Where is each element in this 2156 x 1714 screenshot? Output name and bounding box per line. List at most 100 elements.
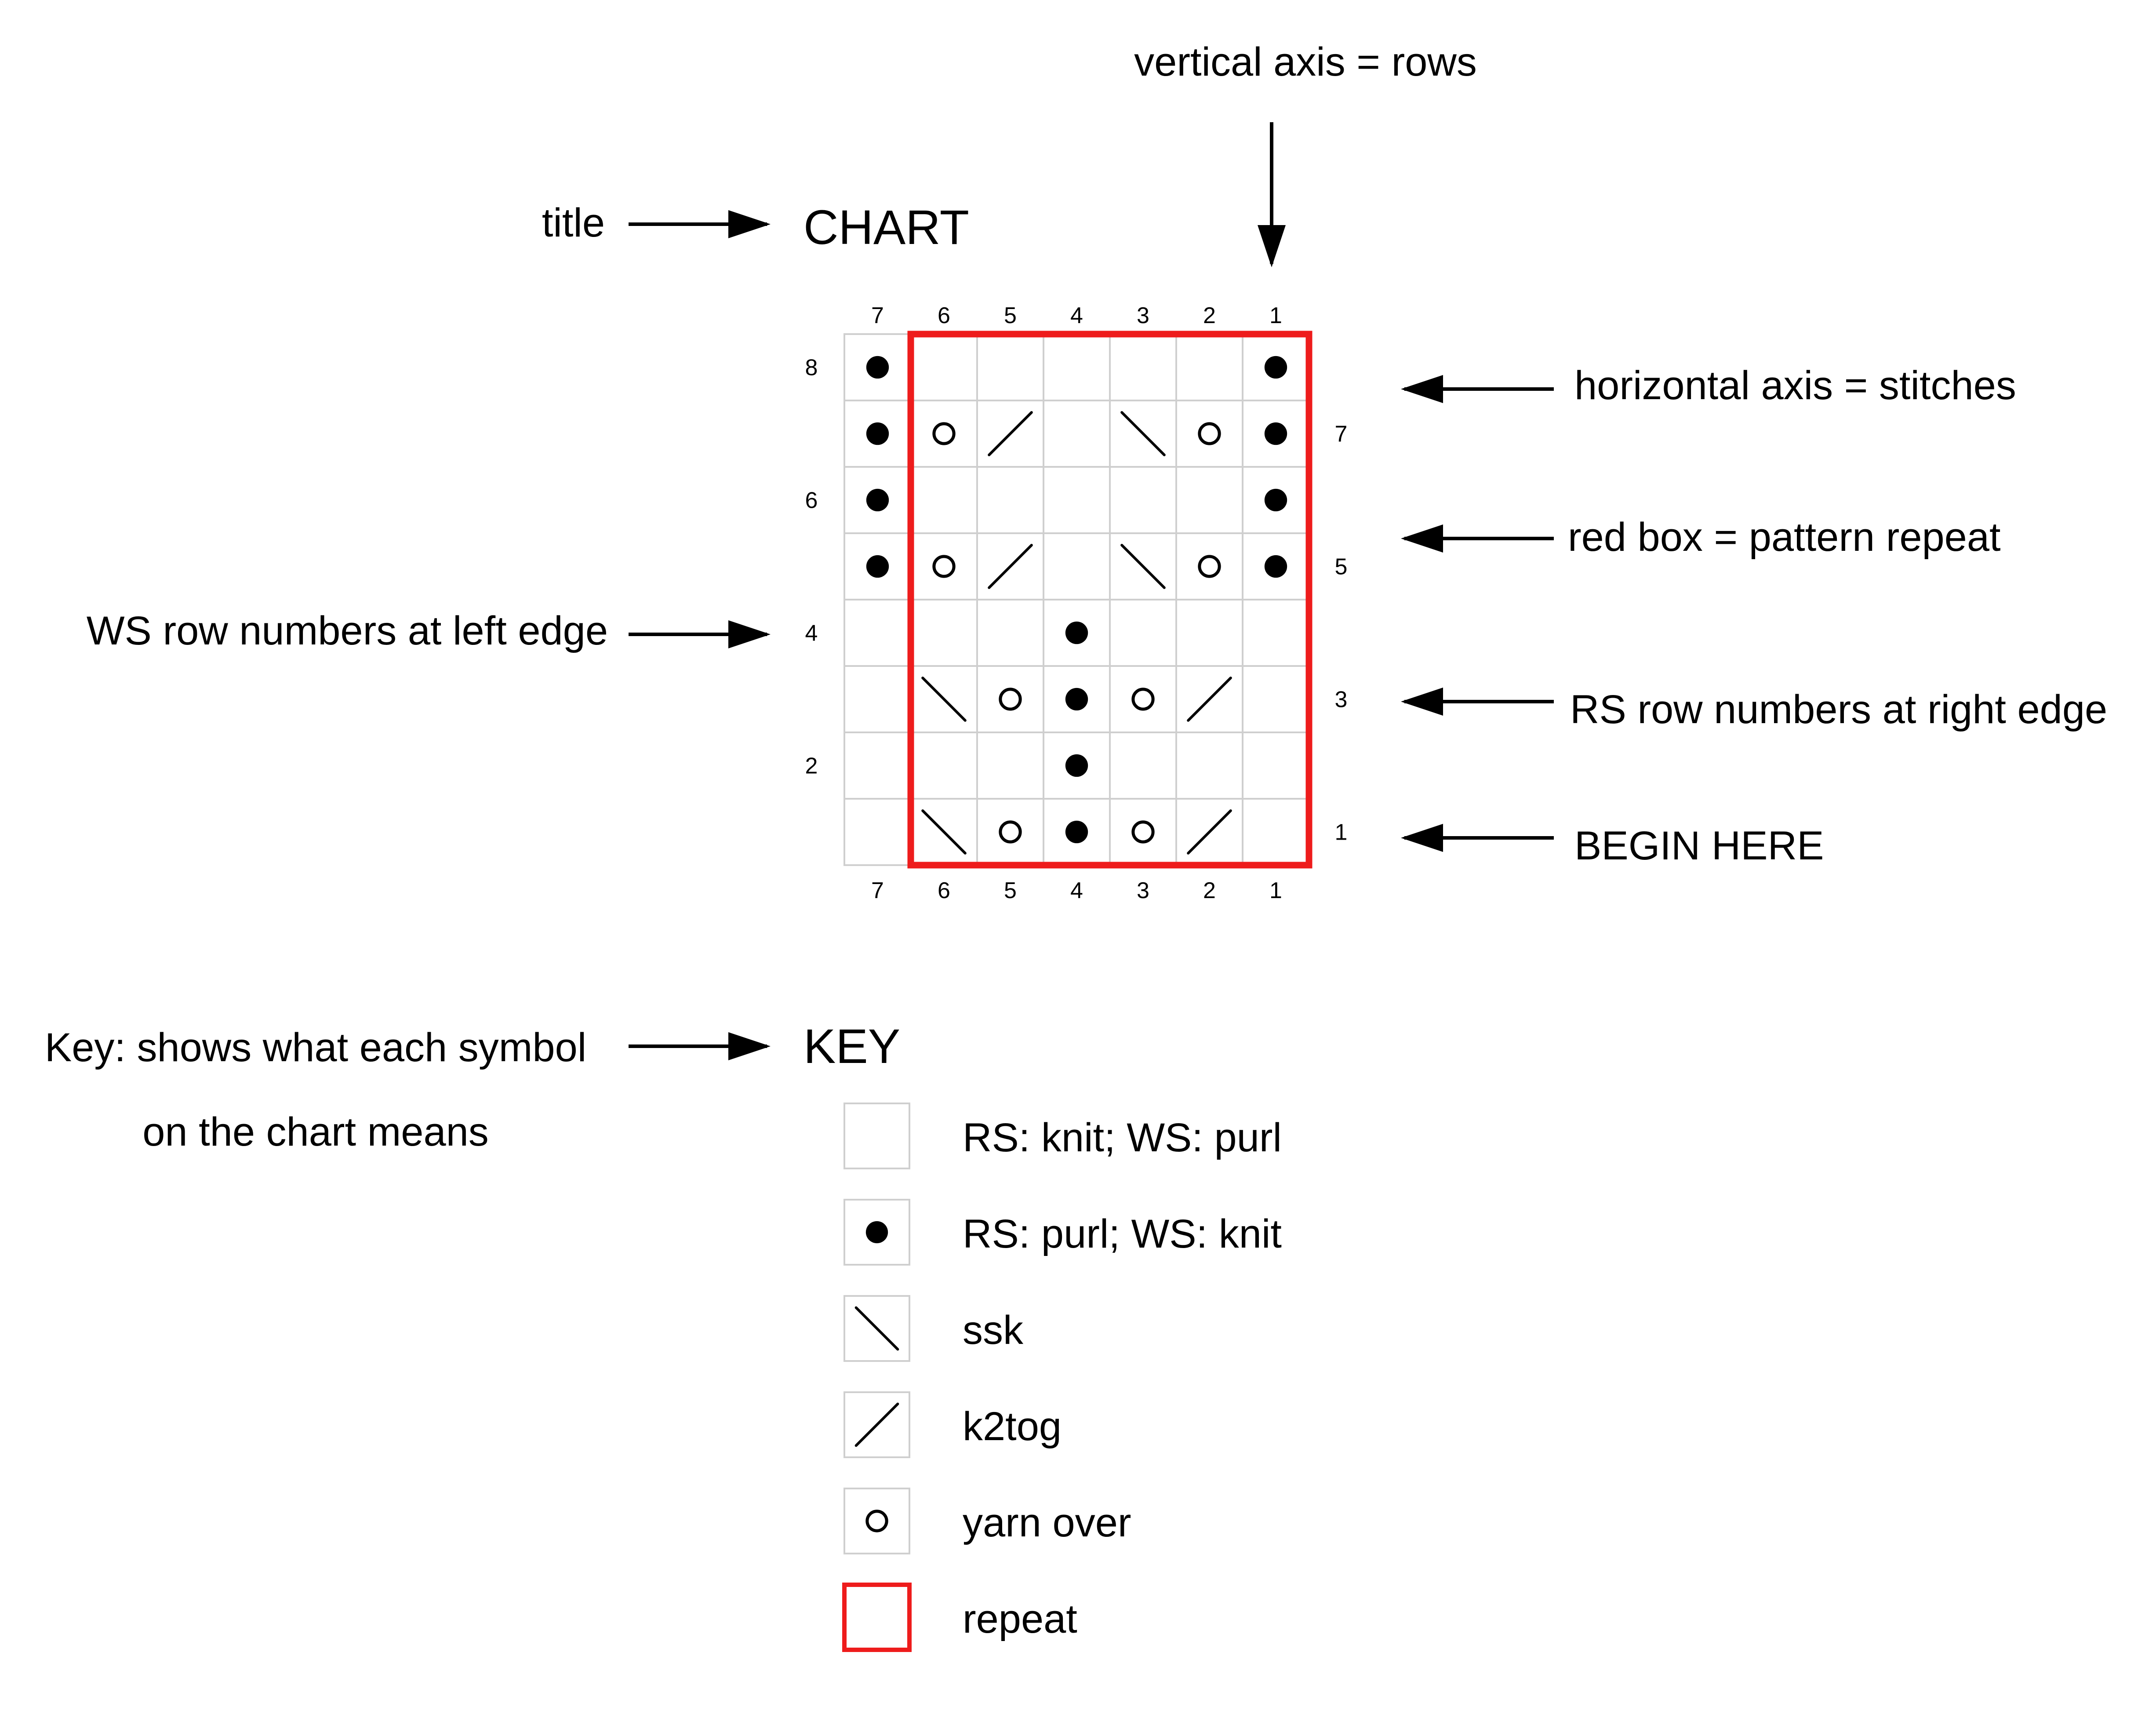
chart-cell [910, 333, 978, 401]
ws-rows-annotation-label: WS row numbers at left edge [87, 608, 608, 653]
ws-row-number: 6 [805, 488, 818, 513]
column-number-bottom: 7 [871, 878, 884, 903]
chart-cell [976, 333, 1044, 401]
rs-row-number: 5 [1335, 554, 1348, 580]
title-annotation-label: title [542, 200, 605, 245]
backslash-line-icon [854, 1306, 899, 1351]
chart-cell [843, 599, 912, 667]
key-item-purl: RS: purl; WS: knit [843, 1199, 1282, 1266]
forward-slash-line-icon [1187, 677, 1232, 722]
column-number-top: 7 [871, 303, 884, 328]
key-item-ssk: ssk [843, 1295, 1024, 1362]
key-label: k2tog [963, 1404, 1062, 1449]
column-number-top: 4 [1070, 303, 1083, 328]
chart-cell [976, 798, 1044, 866]
chart-cell [976, 599, 1044, 667]
chart-cell [1175, 400, 1243, 468]
chart-cell [1109, 798, 1177, 866]
red-box-icon [842, 1583, 912, 1652]
chart-cell [1242, 665, 1310, 733]
key-annotation-line2: on the chart means [142, 1110, 489, 1154]
column-number-bottom: 2 [1203, 878, 1216, 903]
key-item-k2tog: k2tog [843, 1391, 1062, 1458]
open-circle-icon [1198, 555, 1221, 578]
chart-cell [1175, 532, 1243, 600]
vertical-axis-annotation-label: vertical axis = rows [1134, 40, 1477, 84]
open-circle-icon [999, 820, 1022, 844]
key-label: RS: purl; WS: knit [963, 1212, 1282, 1256]
horizontal-axis-annotation-label: horizontal axis = stitches [1574, 363, 2016, 408]
open-circle-icon [932, 555, 956, 578]
forward-slash-line-icon [1187, 809, 1232, 855]
rs-row-number: 3 [1335, 687, 1348, 713]
chart-cell [1109, 466, 1177, 534]
chart-cell [1043, 532, 1111, 600]
ws-row-number: 4 [805, 621, 818, 646]
column-number-bottom: 1 [1269, 878, 1282, 903]
chart-cell [1043, 400, 1111, 468]
chart-cell [843, 665, 912, 733]
filled-dot-icon [1065, 754, 1088, 777]
chart-cell [1175, 466, 1243, 534]
open-circle-icon [1198, 422, 1221, 445]
key-label: RS: knit; WS: purl [963, 1115, 1282, 1160]
filled-dot-icon [1264, 555, 1287, 578]
chart-cell [910, 532, 978, 600]
filled-dot-icon [866, 356, 889, 379]
ws-row-number: 2 [805, 753, 818, 779]
column-number-bottom: 6 [938, 878, 950, 903]
open-circle-icon [999, 688, 1022, 711]
filled-dot-icon [866, 488, 889, 512]
key-swatch [843, 1488, 910, 1554]
filled-dot-icon [866, 422, 889, 445]
column-number-top: 6 [938, 303, 950, 328]
chart-cell [1242, 731, 1310, 800]
column-number-bottom: 4 [1070, 878, 1083, 903]
red-box-annotation-label: red box = pattern repeat [1568, 515, 2001, 560]
begin-here-annotation-label: BEGIN HERE [1574, 823, 1824, 868]
key-label: ssk [963, 1308, 1024, 1353]
filled-dot-icon [1264, 422, 1287, 445]
chart-cell [1175, 731, 1243, 800]
column-number-bottom: 5 [1004, 878, 1017, 903]
chart-cell [843, 731, 912, 800]
column-number-bottom: 3 [1137, 878, 1149, 903]
key-item-knit: RS: knit; WS: purl [843, 1103, 1282, 1169]
backslash-line-icon [1120, 544, 1166, 589]
chart-cell [910, 400, 978, 468]
key-annotation-line1: Key: shows what each symbol [45, 1025, 586, 1070]
forward-slash-line-icon [988, 411, 1033, 456]
chart-cell [1242, 798, 1310, 866]
backslash-line-icon [921, 809, 967, 855]
blank-square-icon [843, 1103, 910, 1169]
chart-cell [1109, 333, 1177, 401]
chart-cell [1043, 466, 1111, 534]
filled-dot-icon [1065, 621, 1088, 644]
key-label: repeat [963, 1597, 1077, 1641]
ws-row-number: 8 [805, 355, 818, 381]
rs-row-number: 1 [1335, 820, 1348, 845]
filled-dot-icon [866, 555, 889, 578]
chart-cell [1109, 665, 1177, 733]
column-number-top: 2 [1203, 303, 1216, 328]
open-circle-icon [932, 422, 956, 445]
open-circle-icon [865, 1510, 888, 1532]
open-circle-icon [1131, 820, 1155, 844]
column-number-top: 5 [1004, 303, 1017, 328]
key-label: yarn over [963, 1500, 1131, 1545]
filled-dot-icon [1264, 356, 1287, 379]
chart-cell [910, 731, 978, 800]
chart-cell [843, 798, 912, 866]
key-item-repeat: repeat [842, 1583, 1077, 1652]
chart-cell [976, 665, 1044, 733]
filled-dot-icon [1264, 488, 1287, 512]
rs-row-number: 7 [1335, 422, 1348, 447]
chart-cell [1109, 599, 1177, 667]
chart-cell [1175, 599, 1243, 667]
forward-slash-line-icon [854, 1402, 899, 1447]
filled-dot-icon [1065, 820, 1088, 844]
chart-cell [976, 466, 1044, 534]
